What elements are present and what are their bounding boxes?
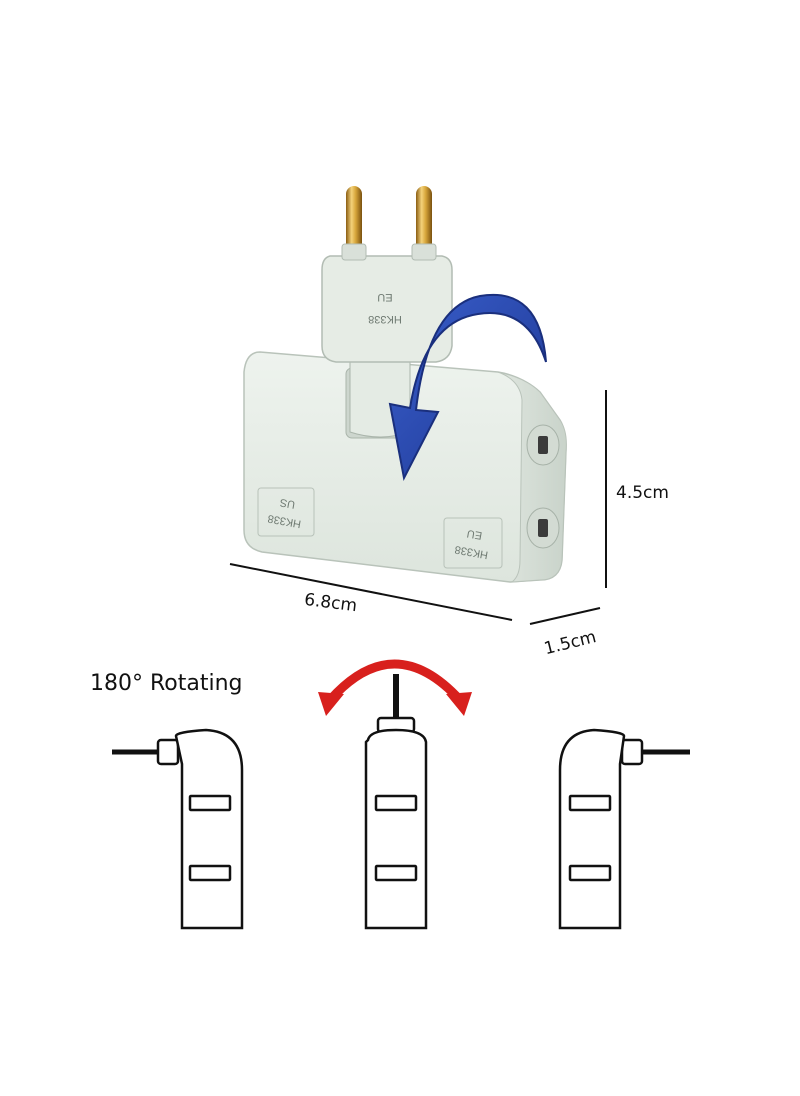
side-socket-top	[526, 424, 560, 466]
dimension-height: 4.5cm	[605, 390, 669, 588]
plug-region-text: EU	[377, 291, 392, 303]
svg-text:HK338: HK338	[267, 512, 302, 530]
plug-head	[321, 255, 453, 363]
depth-label: 1.5cm	[542, 627, 598, 659]
right-socket-label: HK338 EU	[443, 517, 503, 569]
plug-model-text: HK338	[368, 313, 402, 325]
svg-text:EU: EU	[466, 527, 483, 541]
diagram-plug-up	[364, 674, 428, 930]
left-socket-label: HK338 US	[257, 487, 315, 537]
side-socket-bottom	[526, 507, 560, 549]
rotation-arrow-icon	[318, 659, 472, 716]
adapter-product: HK338 EU HK338 US HK338 EU	[243, 186, 567, 583]
plug-pin-right	[416, 186, 432, 260]
dimension-depth: 1.5cm	[529, 607, 601, 659]
rotation-title: 180° Rotating	[90, 671, 243, 696]
svg-text:HK338: HK338	[454, 543, 489, 561]
svg-text:US: US	[279, 496, 296, 510]
curved-arrow-icon	[388, 293, 547, 482]
width-label: 6.8cm	[303, 590, 358, 616]
plug-pin-left	[346, 186, 362, 260]
height-label: 4.5cm	[616, 483, 669, 503]
diagram-plug-right	[558, 728, 690, 930]
diagram-plug-left	[112, 728, 244, 930]
